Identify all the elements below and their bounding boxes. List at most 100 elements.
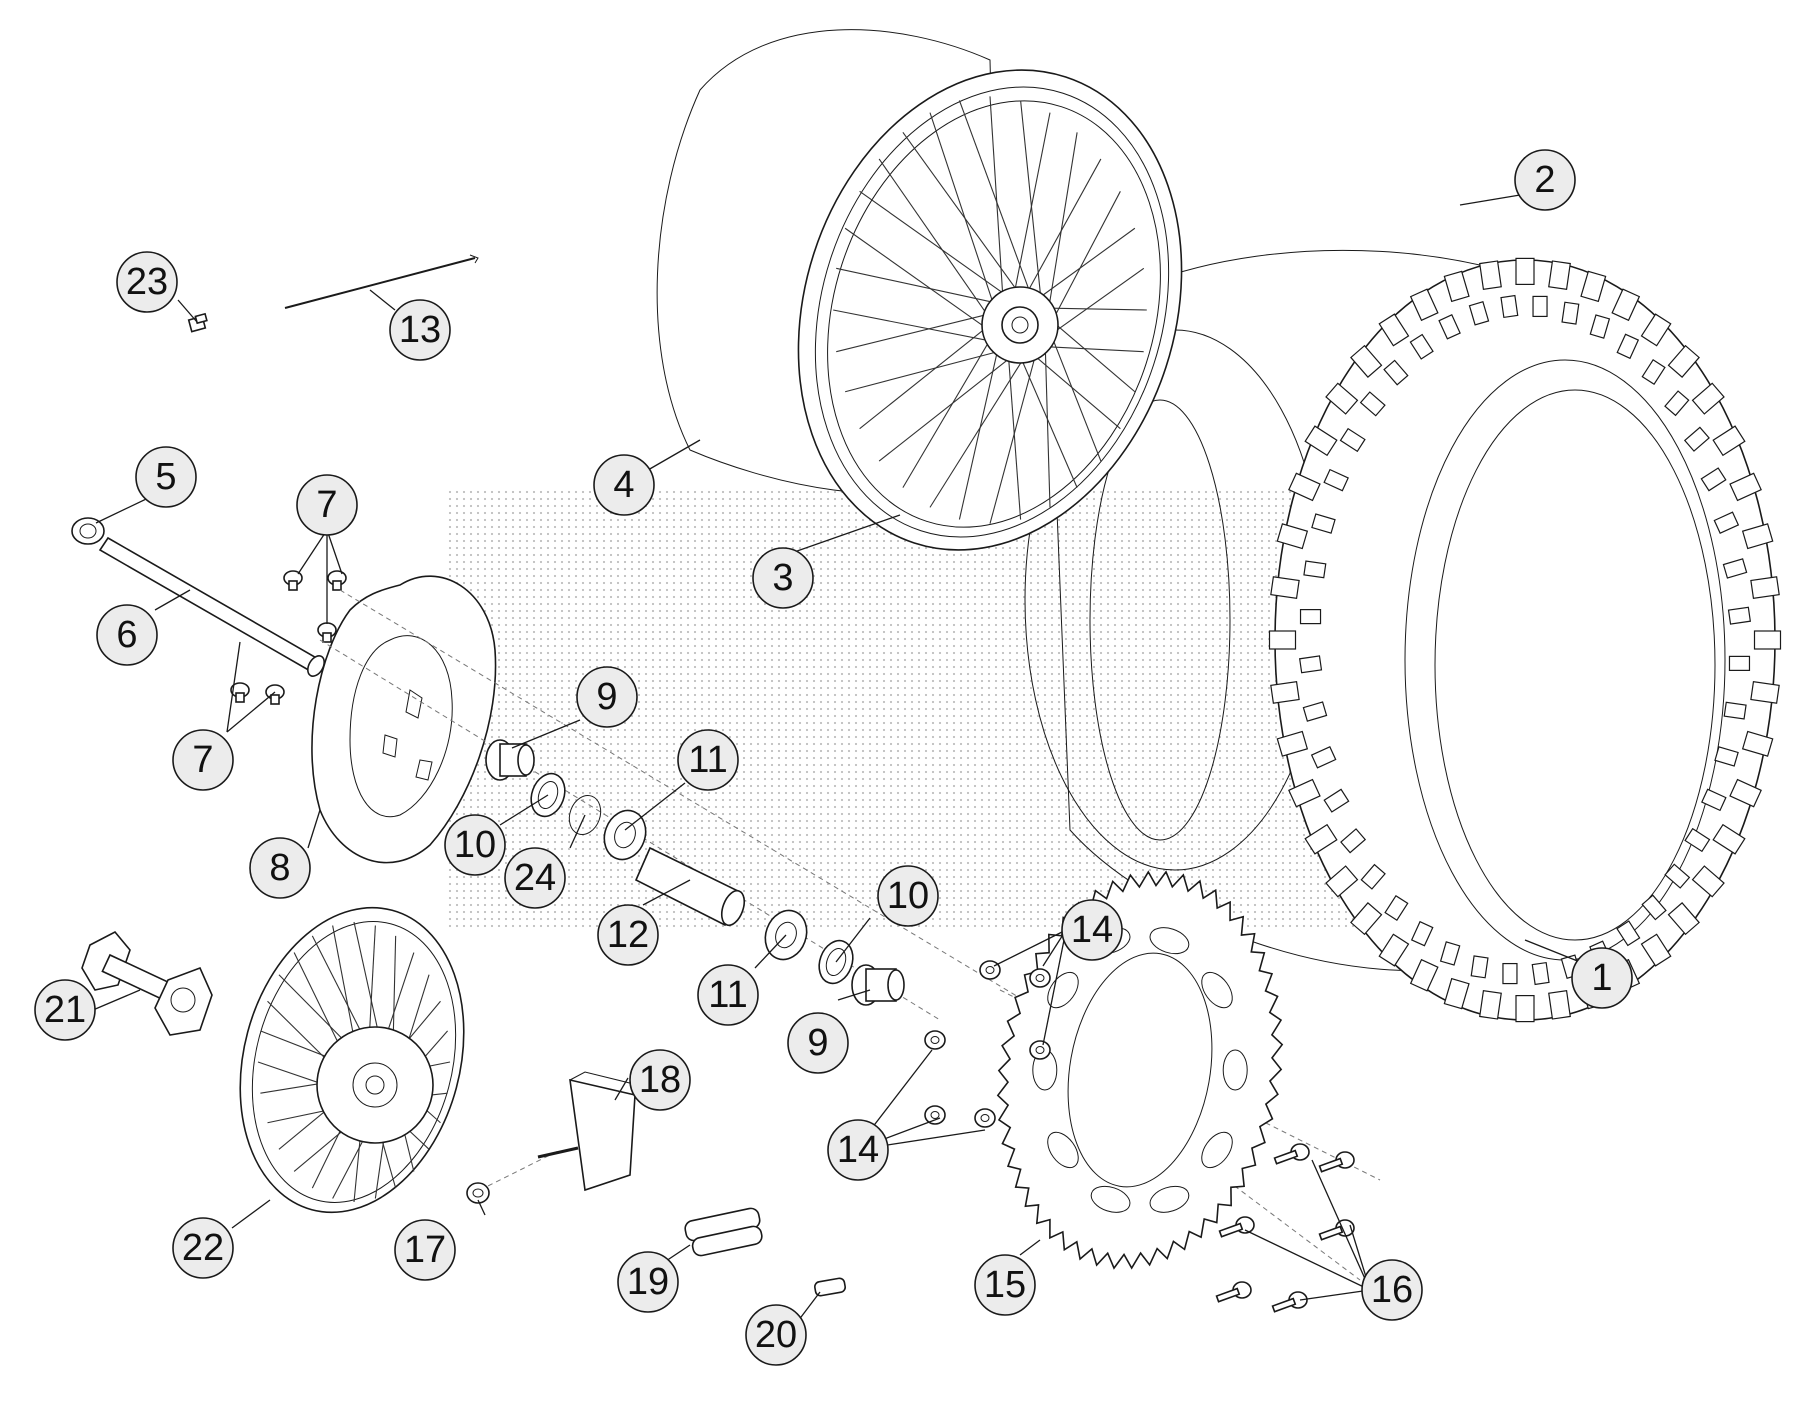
tread-block — [1276, 730, 1309, 757]
spoke-line — [836, 312, 993, 353]
callout-9-lower: 9 — [787, 1012, 849, 1074]
spoke-line — [989, 349, 1038, 524]
tread-block — [1611, 288, 1641, 322]
axle-nut-part-5 — [71, 517, 105, 545]
tread-block — [1712, 425, 1746, 457]
sprocket-cutout — [1149, 927, 1190, 955]
tread-block — [1439, 941, 1461, 966]
tread-block — [1750, 576, 1780, 599]
axle-part-6 — [98, 536, 325, 677]
tread-block — [1360, 863, 1386, 890]
spoke-part-13 — [284, 254, 479, 309]
tread-block — [1303, 560, 1327, 579]
callout-11-lower: 11 — [697, 964, 759, 1026]
spoke-line — [902, 335, 993, 488]
brake-disc-part-8 — [311, 575, 497, 864]
tread-block — [1443, 977, 1470, 1010]
spacer-part-9-left — [485, 739, 535, 781]
tread-block — [1741, 730, 1774, 757]
sprocket-cutout — [1201, 971, 1233, 1009]
tread-block — [1531, 961, 1550, 986]
tread-block — [1641, 894, 1667, 921]
svg-text:12: 12 — [607, 914, 649, 956]
tread-block — [1741, 523, 1774, 550]
tread-block — [1667, 902, 1700, 936]
svg-text:6: 6 — [116, 614, 137, 656]
callout-11-upper: 11 — [677, 729, 739, 791]
tread-block — [1409, 958, 1439, 992]
spoke-line — [929, 112, 996, 309]
wheel-part-3 — [797, 69, 1183, 551]
callout-3: 3 — [752, 547, 814, 609]
tread-block — [1515, 994, 1535, 1023]
callout-10-left: 10 — [444, 814, 506, 876]
tread-block — [1340, 828, 1367, 854]
svg-text:7: 7 — [316, 484, 337, 526]
complete-wheel-part-22 — [239, 906, 465, 1214]
tread-block — [1500, 294, 1519, 319]
rim-tape-part-4 — [656, 29, 1001, 495]
callout-19: 19 — [617, 1251, 679, 1313]
bolt-shank — [235, 692, 245, 703]
svg-text:11: 11 — [708, 974, 747, 1016]
tread-block — [1310, 745, 1337, 769]
spacer-tube-part-12 — [634, 846, 746, 927]
bearing-part-11-left — [603, 809, 647, 861]
svg-text:15: 15 — [984, 1264, 1026, 1306]
sprocket-cutout — [1149, 1185, 1190, 1213]
svg-text:20: 20 — [755, 1314, 797, 1356]
sprocket-cutout — [1201, 1131, 1233, 1169]
nut-icon — [924, 1105, 946, 1125]
callout-24: 24 — [504, 847, 566, 909]
sprocket-cutout — [1047, 1131, 1079, 1169]
tread-block — [1532, 295, 1548, 318]
spoke-line — [1013, 112, 1051, 296]
spoke-line — [1036, 227, 1136, 301]
svg-text:9: 9 — [807, 1022, 828, 1064]
tire-part-1 — [1268, 257, 1782, 1023]
bolt-shank — [1318, 1157, 1344, 1173]
tread-block — [1304, 425, 1338, 457]
spacer-part-9-right — [851, 964, 905, 1006]
tread-block — [1410, 920, 1434, 947]
spoke-line — [836, 267, 1000, 305]
tread-block — [1727, 606, 1752, 625]
svg-text:10: 10 — [887, 875, 929, 917]
spoke-line — [989, 96, 1004, 301]
tread-block — [1438, 314, 1461, 340]
tread-block — [1288, 778, 1321, 808]
bolt-shank — [1273, 1149, 1299, 1165]
nut-icon — [1029, 968, 1051, 988]
svg-text:4: 4 — [613, 464, 634, 506]
spoke-line — [1049, 318, 1136, 393]
callout-2: 2 — [1514, 149, 1576, 211]
sprocket-nuts-part-14 — [924, 960, 1051, 1128]
spoke-line — [929, 354, 1027, 508]
nut-part-17 — [466, 1182, 490, 1204]
callout-15: 15 — [974, 1254, 1036, 1316]
spoke-line — [1044, 341, 1051, 508]
tread-block — [1713, 511, 1740, 535]
callout-12: 12 — [597, 904, 659, 966]
tread-block — [1468, 301, 1490, 326]
callout-5: 5 — [135, 446, 197, 508]
tread-block — [1723, 701, 1747, 720]
tread-block — [1470, 955, 1489, 979]
svg-text:17: 17 — [404, 1229, 446, 1271]
spoke-line — [1040, 345, 1144, 353]
callout-21: 21 — [34, 979, 96, 1041]
nut-icon — [974, 1108, 996, 1128]
spoke-line — [1047, 132, 1078, 314]
tread-block — [1691, 865, 1725, 898]
callout-7-lower: 7 — [172, 729, 234, 791]
tread-block — [1298, 655, 1323, 674]
callout-1: 1 — [1571, 947, 1633, 1009]
nut-hole — [1035, 974, 1045, 982]
tread-block — [1479, 990, 1502, 1020]
callout-17: 17 — [394, 1219, 456, 1281]
nut-hole — [1035, 1046, 1045, 1054]
svg-text:22: 22 — [182, 1227, 224, 1269]
tread-block — [1383, 359, 1409, 386]
tread-block — [1502, 962, 1518, 985]
